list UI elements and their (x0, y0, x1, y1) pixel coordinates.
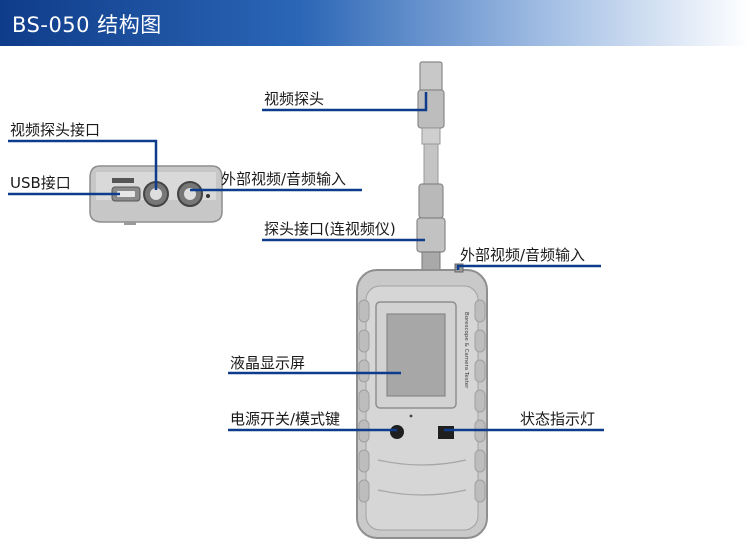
label-indicator: 状态指示灯 (520, 410, 596, 428)
lcd-screen (386, 313, 446, 397)
label-probe-jack: 视频探头接口 (10, 121, 101, 139)
title-bar: BS-050 结构图 (0, 0, 750, 46)
page-title: BS-050 结构图 (12, 13, 162, 37)
label-lcd: 液晶显示屏 (230, 354, 306, 372)
handheld-device: Borescope & Camera Tester (356, 263, 488, 539)
label-usb: USB接口 (10, 174, 71, 192)
label-ext-av-top: 外部视频/音频输入 (221, 170, 347, 188)
label-power: 电源开关/模式键 (230, 410, 341, 428)
label-ext-av-right: 外部视频/音频输入 (460, 246, 586, 264)
indicator-led (438, 426, 454, 439)
video-probe (416, 61, 446, 273)
power-button (390, 425, 404, 439)
label-probe-connector: 探头接口(连视频仪) (264, 220, 396, 238)
label-video-probe: 视频探头 (264, 90, 325, 108)
leader-lines (8, 92, 604, 432)
device-side-text: Borescope & Camera Tester (463, 312, 469, 389)
